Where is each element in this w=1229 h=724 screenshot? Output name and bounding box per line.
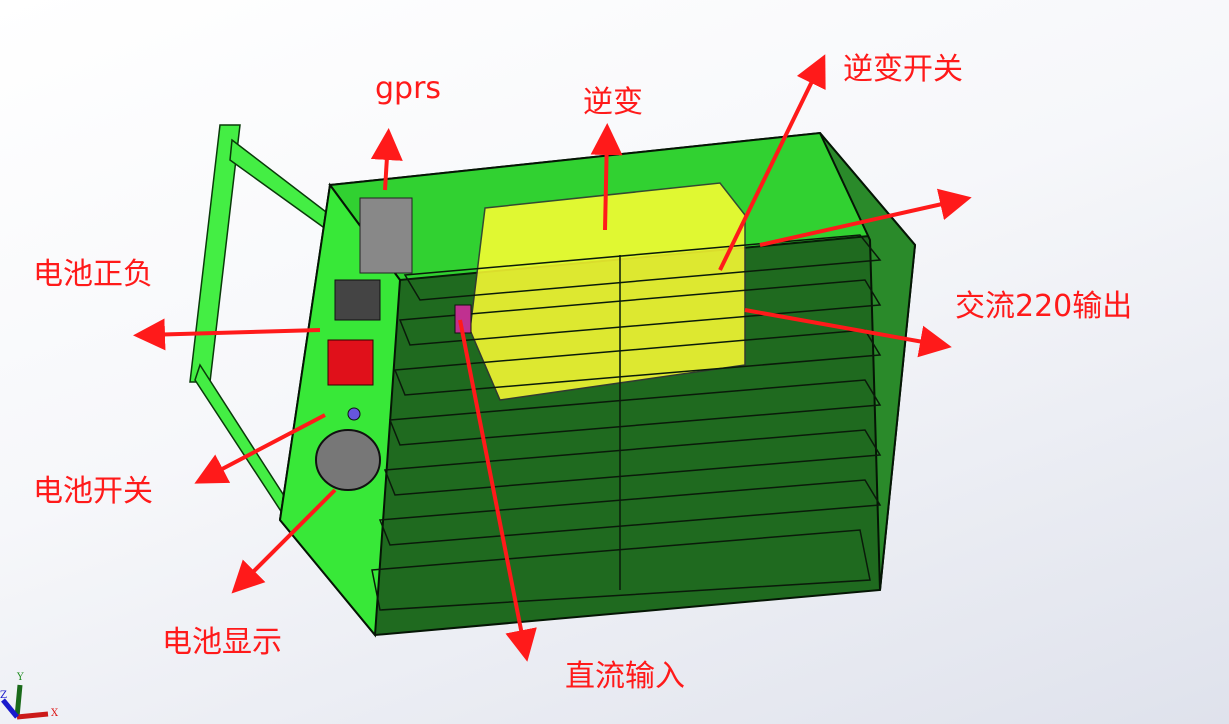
arrow-battery-display [231,488,337,594]
label-battery-terminals: 电池正负 [33,257,153,292]
arrow-battery-terminals [133,318,321,351]
indicator-light [347,407,361,421]
label-inverter: 逆变 [583,85,643,120]
battery-display-part [315,429,381,491]
battery-switch-part [327,339,374,386]
axis-x-label: X [51,708,59,719]
label-battery-switch: 电池开关 [33,474,153,509]
arrow-battery-switch [194,413,326,484]
label-dc-input: 直流输入 [565,659,685,694]
arrow-dc-input [458,319,537,662]
label-gprs: gprs [375,71,442,106]
arrow-inverter [590,123,623,231]
axis-z-label: Z [0,690,7,701]
arrow-inverter-switch [718,54,826,271]
annotation-arrows [133,54,972,662]
axis-y-label: Y [17,672,24,683]
arrow-gprs [370,128,403,191]
arrow-right [759,188,972,247]
gprs-module [359,197,413,274]
battery-modules [371,234,882,611]
battery-terminals-part [334,279,381,321]
label-battery-display: 电池显示 [162,625,282,660]
label-ac-output: 交流220输出 [955,289,1133,324]
label-inverter-switch: 逆变开关 [843,52,963,87]
arrow-ac-output [744,308,952,358]
axis-triad [1,684,49,720]
handle [189,124,331,528]
